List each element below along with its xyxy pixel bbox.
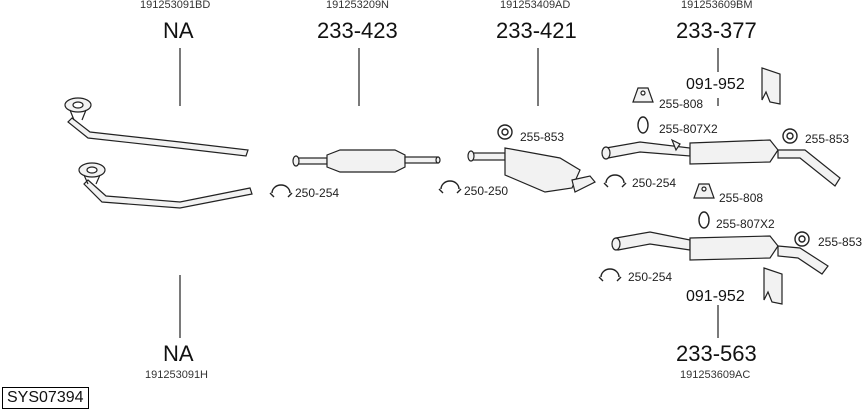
part-number-top-1[interactable]: NA	[163, 18, 194, 43]
mount-icon	[761, 67, 781, 105]
part-code-bottom-4: 191253609AC	[680, 369, 751, 381]
part-code-top-2: 191253209N	[326, 0, 390, 11]
gasket-icon	[698, 211, 710, 229]
system-id-box: SYS07394	[2, 387, 89, 409]
clamp-label[interactable]: 250-254	[632, 176, 677, 190]
hanger-icon	[632, 87, 654, 103]
part-code-top-1: 191253091BD	[140, 0, 211, 11]
clamp-label[interactable]: 250-254	[628, 270, 673, 284]
gasket-label[interactable]: 255-807X2	[716, 217, 775, 231]
clamp-icon	[598, 268, 622, 282]
clamp-icon	[269, 184, 293, 198]
mount-icon	[763, 267, 783, 305]
part-code-bottom-1: 191253091H	[145, 369, 209, 381]
part-number-bottom-4[interactable]: 233-563	[676, 341, 757, 366]
front-pipe-upper	[64, 97, 249, 157]
part-number-bottom-1[interactable]: NA	[163, 341, 194, 366]
part-number-top-4[interactable]: 233-377	[676, 18, 757, 43]
rear-silencer-upper	[601, 138, 841, 187]
hanger-label[interactable]: 255-808	[659, 97, 704, 111]
ring-label[interactable]: 255-853	[818, 235, 863, 249]
clamp-label[interactable]: 250-254	[295, 186, 340, 200]
mount-label[interactable]: 091-952	[686, 76, 745, 93]
gasket-icon	[637, 116, 649, 134]
mount-label[interactable]: 091-952	[686, 288, 745, 305]
clamp-label[interactable]: 250-250	[464, 184, 509, 198]
center-silencer	[467, 147, 596, 193]
rear-silencer-lower	[611, 231, 829, 275]
hanger-icon	[693, 183, 715, 199]
ring-icon	[794, 231, 810, 247]
part-code-top-4: 191253609BM	[681, 0, 753, 11]
hanger-label[interactable]: 255-808	[719, 191, 764, 205]
front-pipe-lower	[78, 162, 253, 209]
front-silencer	[292, 149, 441, 173]
part-code-top-3: 191253409AD	[500, 0, 571, 11]
clamp-icon	[438, 180, 462, 194]
ring-label[interactable]: 255-853	[520, 130, 565, 144]
ring-label[interactable]: 255-853	[805, 132, 850, 146]
ring-icon	[782, 128, 798, 144]
gasket-label[interactable]: 255-807X2	[659, 122, 718, 136]
part-number-top-3[interactable]: 233-421	[496, 18, 577, 43]
part-number-top-2[interactable]: 233-423	[317, 18, 398, 43]
ring-icon	[497, 124, 513, 140]
clamp-icon	[603, 174, 627, 188]
